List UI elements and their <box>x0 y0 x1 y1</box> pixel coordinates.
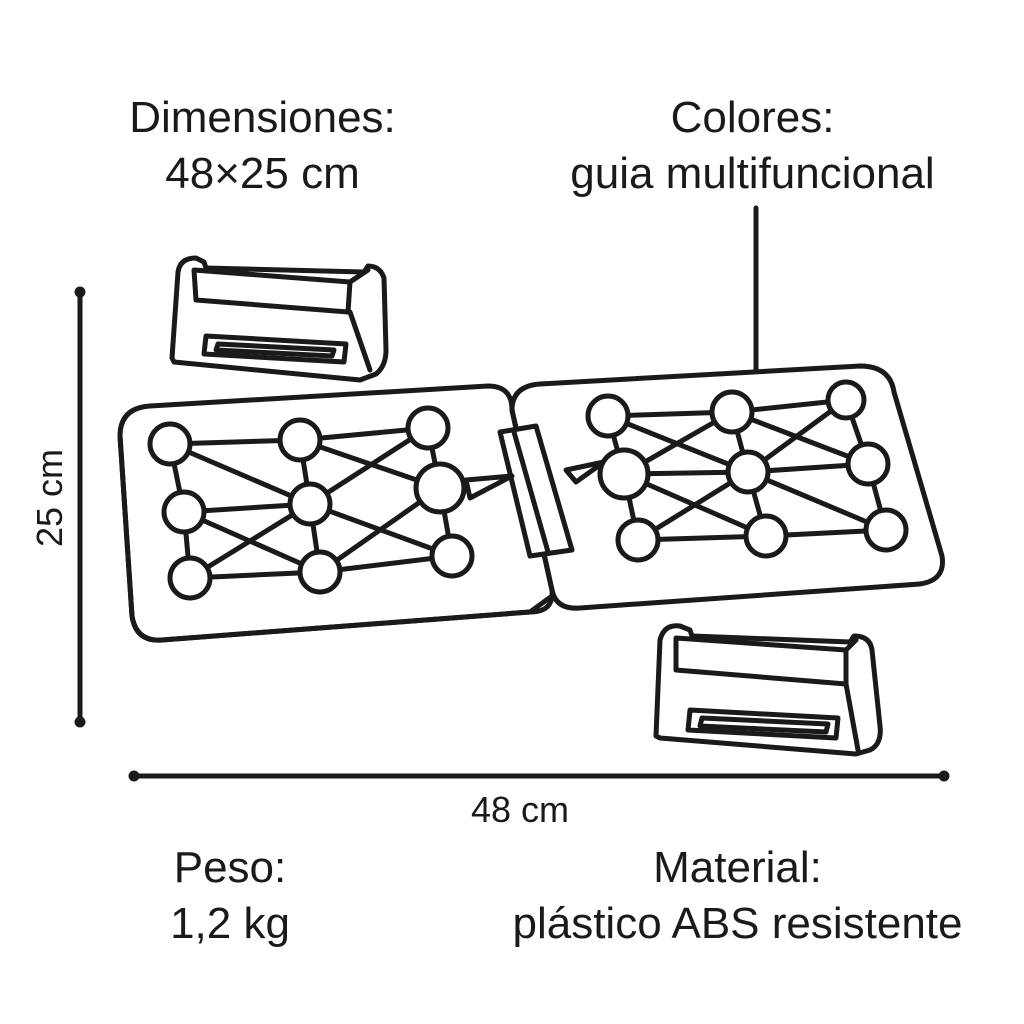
weight-spec: Peso: 1,2 kg <box>120 840 340 952</box>
material-spec: Material: plástico ABS resistente <box>495 840 980 952</box>
colors-spec: Colores: guia multifuncional <box>530 90 975 202</box>
height-dimension-line <box>74 286 86 728</box>
weight-value: 1,2 kg <box>170 899 290 948</box>
colors-value: guia multifuncional <box>570 149 935 198</box>
dimensions-spec: Dimensiones: 48×25 cm <box>90 90 435 202</box>
material-value: plástico ABS resistente <box>512 899 963 948</box>
weight-title: Peso: <box>173 843 287 892</box>
handle-bottom-right <box>653 623 883 757</box>
material-title: Material: <box>653 843 822 892</box>
dimensions-title: Dimensiones: <box>129 93 396 142</box>
colors-title: Colores: <box>670 93 835 142</box>
left-panel-pattern <box>147 405 515 601</box>
dimensions-value: 48×25 cm <box>165 149 360 198</box>
width-dimension-line <box>128 770 950 782</box>
handle-top-left <box>169 255 389 383</box>
height-label: 25 cm <box>29 448 70 548</box>
width-label: 48 cm <box>470 789 570 830</box>
right-panel-pattern <box>563 379 909 563</box>
